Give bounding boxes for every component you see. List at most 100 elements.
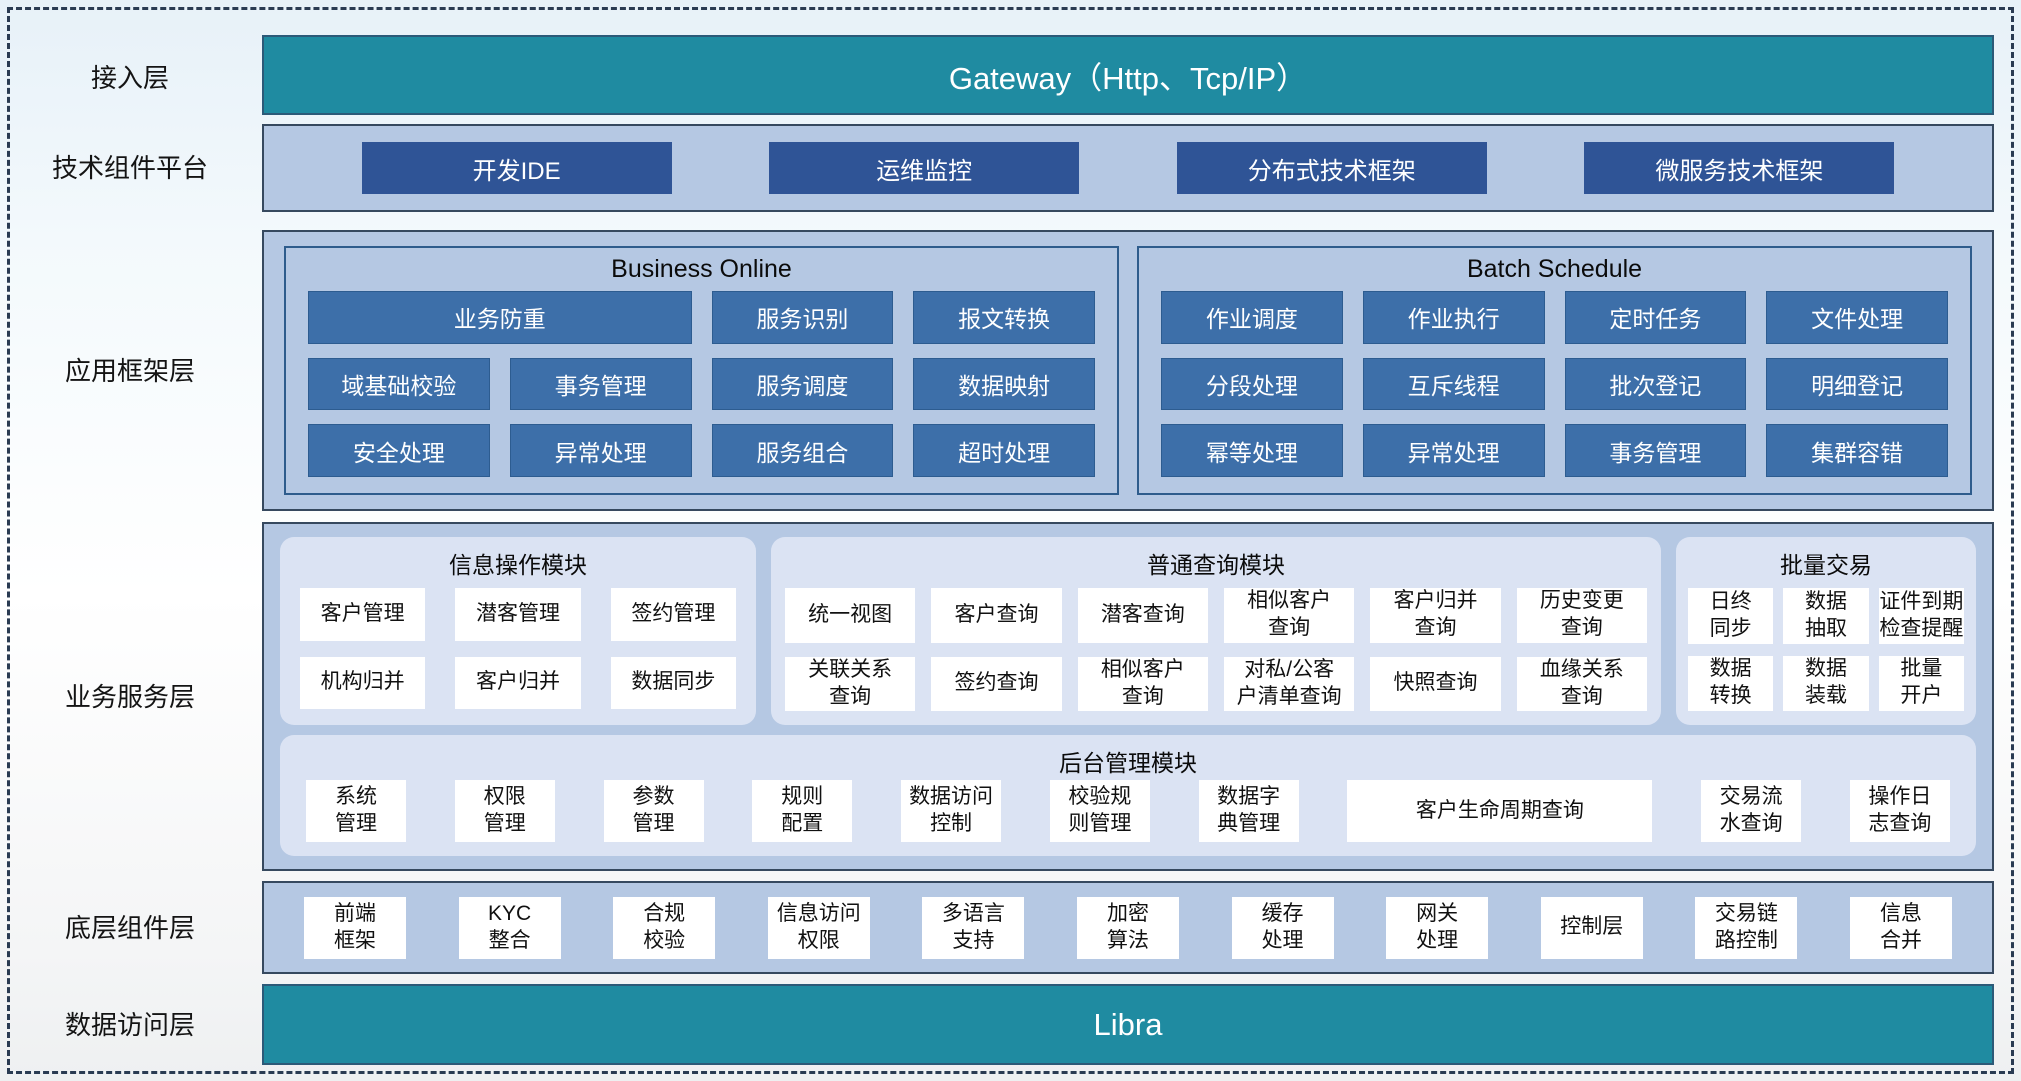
layer-label-tech-platform: 技术组件平台 xyxy=(51,153,208,183)
module-item: 数据 抽取 xyxy=(1783,588,1869,644)
info-operation-module: 信息操作模块 客户管理潜客管理签约管理机构归并客户归并数据同步 xyxy=(280,537,756,725)
module-item: 证件到期 检查提醒 xyxy=(1878,588,1964,644)
framework-block: 作业执行 xyxy=(1362,291,1545,344)
framework-block: 异常处理 xyxy=(1362,424,1545,477)
libra-bar: Libra xyxy=(262,984,1994,1065)
framework-block: 幂等处理 xyxy=(1161,424,1343,477)
business-online-grid: 业务防重服务识别报文转换域基础校验事务管理服务调度数据映射安全处理异常处理服务组… xyxy=(286,287,1117,493)
layer-label-base-components: 底层组件层 xyxy=(64,913,195,943)
batch-schedule-title: Batch Schedule xyxy=(1466,255,1643,283)
module-item: 客户归并 xyxy=(455,656,581,709)
base-component-item: 信息 合并 xyxy=(1849,896,1952,959)
module-item: 校验规 则管理 xyxy=(1049,780,1150,842)
business-service-top-row: 信息操作模块 客户管理潜客管理签约管理机构归并客户归并数据同步 普通查询模块 统… xyxy=(280,537,1976,725)
base-components-container: 前端 框架 KYC 整合合规 校验信息访问 权限多语言 支持加密 算法缓存 处理网… xyxy=(262,881,1994,974)
base-component-item: 交易链 路控制 xyxy=(1695,896,1798,959)
module-item: 潜客查询 xyxy=(1077,588,1208,643)
framework-block: 互斥线程 xyxy=(1362,357,1545,411)
framework-block: 定时任务 xyxy=(1564,291,1747,344)
business-online-panel: Business Online 业务防重服务识别报文转换域基础校验事务管理服务调… xyxy=(284,246,1119,495)
framework-block: 域基础校验 xyxy=(308,357,490,411)
module-item: 客户归并 查询 xyxy=(1370,588,1501,643)
module-item: 操作日 志查询 xyxy=(1849,780,1950,842)
module-item: 客户生命周期查询 xyxy=(1347,780,1653,842)
framework-block: 报文转换 xyxy=(913,291,1095,344)
base-component-item: 控制层 xyxy=(1540,896,1643,959)
module-item: 数据访问 控制 xyxy=(901,780,1002,842)
general-query-grid: 统一视图客户查询潜客查询相似客户 查询客户归并 查询历史变更 查询关联关系 查询… xyxy=(771,582,1661,725)
gateway-bar: Gateway（Http、Tcp/IP） xyxy=(262,35,1994,115)
module-item: 签约查询 xyxy=(931,656,1062,711)
module-item: 历史变更 查询 xyxy=(1516,588,1647,643)
framework-block: 安全处理 xyxy=(308,424,490,477)
base-component-item: 网关 处理 xyxy=(1386,896,1489,959)
base-component-item: 缓存 处理 xyxy=(1231,896,1334,959)
framework-block: 分段处理 xyxy=(1161,357,1343,411)
module-item: 快照查询 xyxy=(1370,656,1501,711)
tech-platform-block: 运维监控 xyxy=(769,142,1080,194)
module-item: 相似客户 查询 xyxy=(1223,588,1355,643)
module-item: 客户管理 xyxy=(300,588,426,641)
framework-block: 批次登记 xyxy=(1564,357,1747,411)
batch-trade-module: 批量交易 日终 同步数据 抽取证件到期 检查提醒数据 转换数据 装载批量 开户 xyxy=(1676,537,1976,725)
framework-block: 超时处理 xyxy=(913,424,1095,477)
module-item: 数据 装载 xyxy=(1783,655,1869,711)
module-item: 对私/公客 户清单查询 xyxy=(1223,656,1355,711)
admin-module-title: 后台管理模块 xyxy=(1059,750,1197,776)
admin-module: 后台管理模块 系统 管理权限 管理参数 管理规则 配置数据访问 控制校验规 则管… xyxy=(280,735,1976,856)
framework-block: 服务调度 xyxy=(711,357,894,411)
base-component-item: KYC 整合 xyxy=(458,896,561,959)
module-item: 签约管理 xyxy=(610,588,736,641)
layer-label-business-service: 业务服务层 xyxy=(64,682,195,712)
module-item: 数据同步 xyxy=(610,656,736,709)
base-component-item: 加密 算法 xyxy=(1076,896,1179,959)
framework-block: 明细登记 xyxy=(1766,357,1948,411)
module-item: 交易流 水查询 xyxy=(1701,780,1802,842)
info-operation-grid: 客户管理潜客管理签约管理机构归并客户归并数据同步 xyxy=(280,582,756,725)
module-item: 数据字 典管理 xyxy=(1198,780,1299,842)
module-item: 机构归并 xyxy=(300,656,426,709)
module-item: 数据 转换 xyxy=(1688,655,1774,711)
framework-block: 事务管理 xyxy=(509,357,692,411)
general-query-title: 普通查询模块 xyxy=(1147,552,1285,578)
base-component-item: 前端 框架 xyxy=(304,896,406,959)
batch-trade-grid: 日终 同步数据 抽取证件到期 检查提醒数据 转换数据 装载批量 开户 xyxy=(1676,582,1976,725)
tech-platform-block: 微服务技术框架 xyxy=(1584,142,1895,194)
framework-block: 业务防重 xyxy=(308,291,692,344)
business-online-title: Business Online xyxy=(611,255,792,283)
module-item: 客户查询 xyxy=(931,588,1062,643)
batch-schedule-panel: Batch Schedule 作业调度作业执行定时任务文件处理分段处理互斥线程批… xyxy=(1137,246,1972,495)
layer-label-access: 接入层 xyxy=(90,63,169,93)
module-item: 统一视图 xyxy=(785,588,916,643)
framework-block: 作业调度 xyxy=(1161,291,1343,344)
base-component-item: 信息访问 权限 xyxy=(767,896,870,959)
batch-trade-title: 批量交易 xyxy=(1780,552,1872,578)
module-item: 相似客户 查询 xyxy=(1077,656,1208,711)
tech-platform-container: 开发IDE 运维监控 分布式技术框架 微服务技术框架 xyxy=(262,124,1994,212)
framework-block: 集群容错 xyxy=(1766,424,1948,477)
base-component-item: 多语言 支持 xyxy=(922,896,1025,959)
general-query-module: 普通查询模块 统一视图客户查询潜客查询相似客户 查询客户归并 查询历史变更 查询… xyxy=(771,537,1661,725)
module-item: 参数 管理 xyxy=(603,780,704,842)
module-item: 关联关系 查询 xyxy=(785,656,916,711)
tech-platform-block: 分布式技术框架 xyxy=(1176,142,1487,194)
framework-block: 服务识别 xyxy=(711,291,894,344)
business-service-container: 信息操作模块 客户管理潜客管理签约管理机构归并客户归并数据同步 普通查询模块 统… xyxy=(262,522,1994,871)
module-item: 规则 配置 xyxy=(752,780,853,842)
base-component-item: 合规 校验 xyxy=(613,896,716,959)
layer-label-data-access: 数据访问层 xyxy=(64,1010,195,1040)
module-item: 潜客管理 xyxy=(455,588,581,641)
framework-block: 文件处理 xyxy=(1766,291,1948,344)
module-item: 日终 同步 xyxy=(1688,588,1774,644)
app-framework-container: Business Online 业务防重服务识别报文转换域基础校验事务管理服务调… xyxy=(262,230,1994,511)
layer-label-app-framework: 应用框架层 xyxy=(64,356,195,386)
info-operation-title: 信息操作模块 xyxy=(449,552,587,578)
tech-platform-block: 开发IDE xyxy=(361,142,672,194)
framework-block: 异常处理 xyxy=(509,424,692,477)
framework-block: 数据映射 xyxy=(913,357,1095,411)
module-item: 系统 管理 xyxy=(306,780,406,842)
module-item: 血缘关系 查询 xyxy=(1516,656,1647,711)
framework-block: 事务管理 xyxy=(1564,424,1747,477)
batch-schedule-grid: 作业调度作业执行定时任务文件处理分段处理互斥线程批次登记明细登记幂等处理异常处理… xyxy=(1139,287,1970,493)
